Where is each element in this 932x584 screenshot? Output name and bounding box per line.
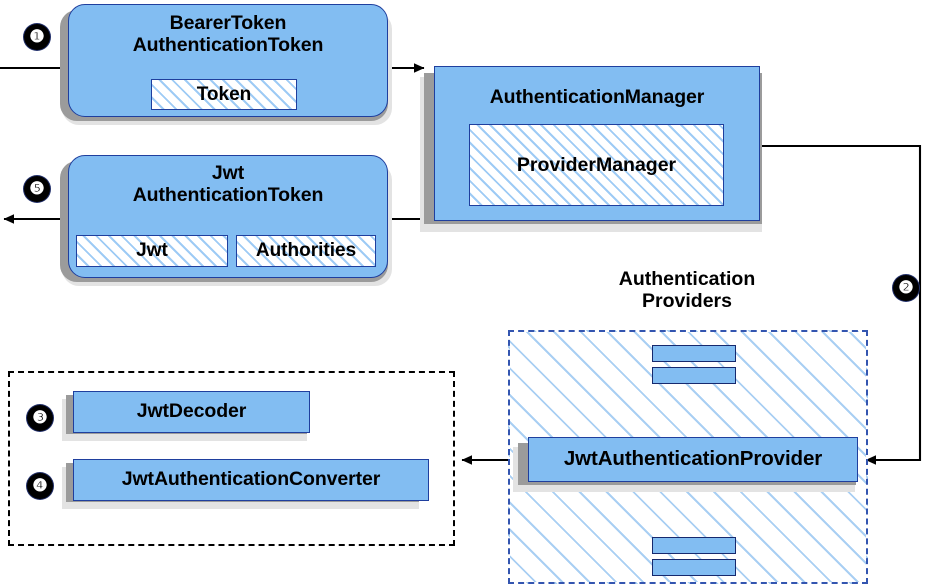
jwt-authentication-provider-title: JwtAuthenticationProvider xyxy=(563,447,823,471)
authentication-providers-label-line2: Providers xyxy=(642,290,732,313)
provider-placeholder-bar-bottom-1 xyxy=(652,537,736,554)
step-badge-3: ❸ xyxy=(27,405,53,431)
step-badge-5: ❺ xyxy=(24,176,50,202)
step-badge-2: ❷ xyxy=(893,275,919,301)
provider-placeholder-bar-bottom-2 xyxy=(652,559,736,576)
slot-authorities[interactable]: Authorities xyxy=(236,235,376,267)
node-jwt-authentication-provider[interactable]: JwtAuthenticationProvider xyxy=(528,437,858,482)
jwt-decoder-title: JwtDecoder xyxy=(136,400,247,423)
jwt-support-container xyxy=(8,371,455,546)
jwt-token-title-line1: Jwt xyxy=(211,162,245,184)
node-jwt-decoder[interactable]: JwtDecoder xyxy=(73,391,310,433)
jwt-token-title: Jwt AuthenticationToken xyxy=(132,162,324,207)
authentication-providers-label: Authentication Providers xyxy=(577,268,797,312)
provider-placeholder-bar-top-1 xyxy=(652,345,736,362)
jwt-authentication-converter-title: JwtAuthenticationConverter xyxy=(121,468,381,491)
slot-jwt[interactable]: Jwt xyxy=(76,235,228,267)
bearer-token-title-line1: BearerToken xyxy=(169,12,287,34)
slot-token[interactable]: Token xyxy=(151,79,297,110)
jwt-token-title-line2: AuthenticationToken xyxy=(132,183,324,206)
node-jwt-authentication-converter[interactable]: JwtAuthenticationConverter xyxy=(73,459,429,501)
step-badge-4: ❹ xyxy=(27,473,53,499)
slot-provider-manager[interactable]: ProviderManager xyxy=(469,124,724,206)
authentication-manager-title: AuthenticationManager xyxy=(489,86,705,108)
step-badge-1: ❶ xyxy=(24,24,50,50)
provider-placeholder-bar-top-2 xyxy=(652,367,736,384)
bearer-token-title: BearerToken AuthenticationToken xyxy=(132,12,324,57)
bearer-token-title-line2: AuthenticationToken xyxy=(132,33,324,56)
authentication-providers-label-line1: Authentication xyxy=(618,268,756,290)
